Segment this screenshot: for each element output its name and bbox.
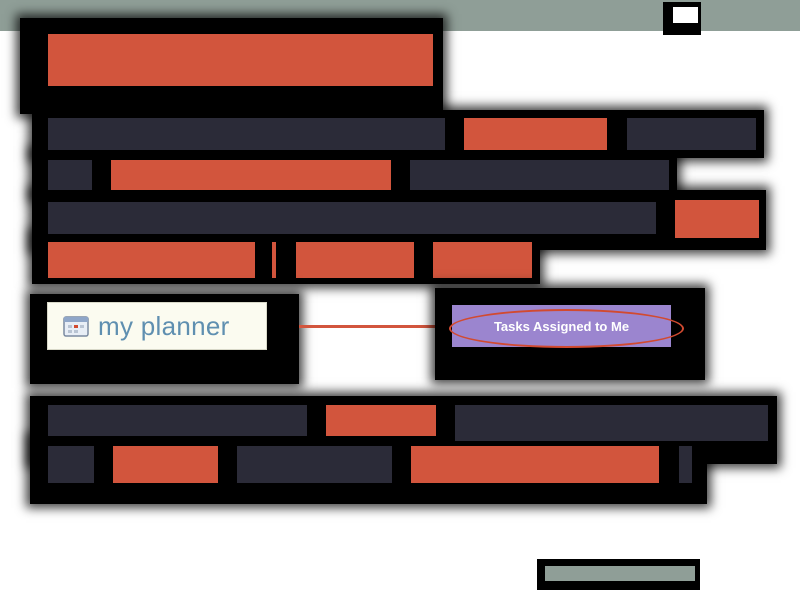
top-right-box-inner[interactable] (673, 7, 698, 23)
my-planner-label: my planner (98, 310, 230, 341)
redacted-text (679, 446, 692, 483)
redacted-text (48, 160, 92, 190)
redacted-text (48, 202, 656, 234)
redacted-text (411, 446, 659, 483)
bottom-bar[interactable] (545, 566, 695, 581)
redacted-text (48, 242, 255, 278)
header-redacted-text (48, 34, 433, 86)
redacted-text (272, 242, 276, 278)
redacted-text (111, 160, 391, 190)
redacted-text (326, 405, 436, 436)
redacted-text (627, 118, 756, 150)
redacted-text (48, 118, 445, 150)
redacted-text (410, 160, 669, 190)
connector-line (299, 325, 452, 328)
redacted-text (48, 405, 307, 436)
redacted-text (675, 200, 759, 238)
redacted-text (464, 118, 607, 150)
redacted-text (296, 242, 414, 278)
redacted-text (455, 405, 768, 441)
redacted-text (113, 446, 218, 483)
redacted-text (48, 446, 94, 483)
redacted-text (237, 446, 392, 483)
planner-calendar-icon (62, 314, 90, 338)
highlight-ring (449, 309, 684, 348)
my-planner-link[interactable]: my planner (47, 302, 267, 350)
redacted-text (433, 242, 532, 278)
